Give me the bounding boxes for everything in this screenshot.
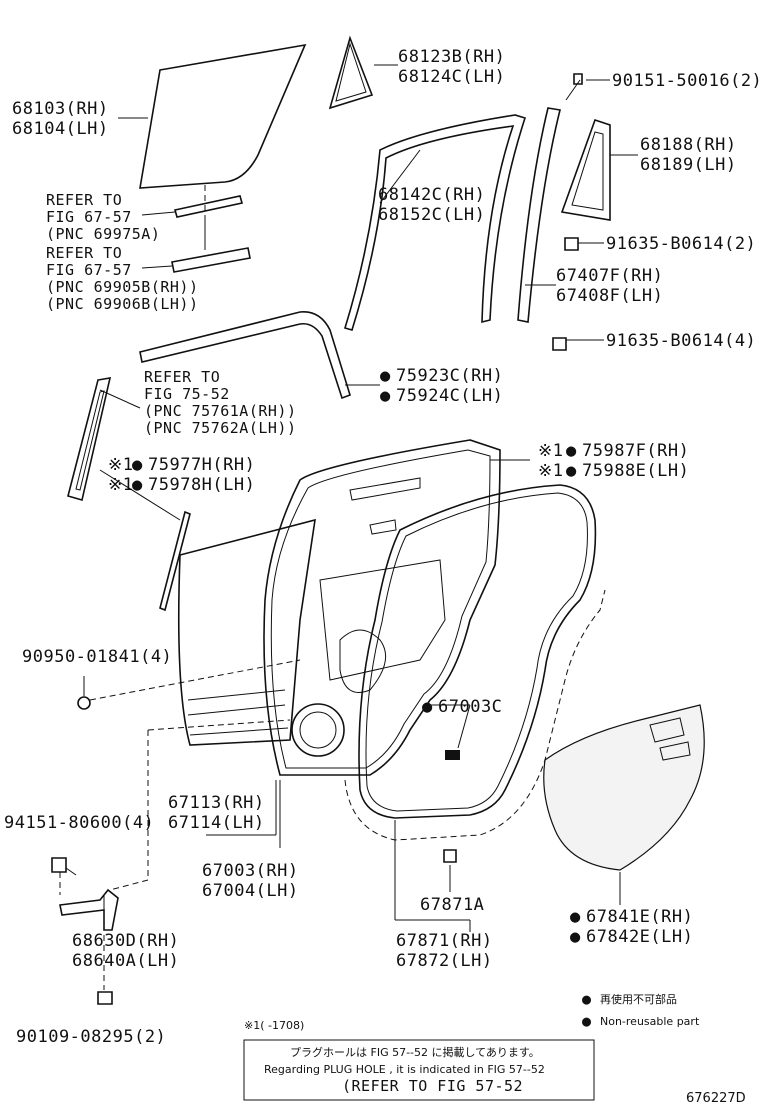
kome-75987f: ※1: [538, 441, 563, 461]
belt-clip-a-drawing: [173, 195, 244, 218]
quarter-glass-drawing: [328, 35, 374, 110]
label-90950: 90950-01841(4): [22, 647, 172, 667]
label-68104: 68104(LH): [12, 119, 109, 139]
label-67113: 67113(RH): [168, 793, 265, 813]
label-67871a: 67871A: [420, 895, 484, 915]
bullet-67003c: ●: [422, 697, 433, 717]
label-67841e: 67841E(RH): [586, 907, 693, 927]
bullet-67841e: ●: [570, 907, 581, 927]
figure-id: 676227D: [686, 1091, 746, 1106]
bullet-67842e: ●: [570, 927, 581, 947]
ref1-line2: FIG 67-57: [46, 208, 132, 226]
ref2-line1: REFER TO: [46, 244, 122, 262]
bullet-75923c: ●: [380, 366, 391, 386]
label-75988e: 75988E(LH): [582, 461, 689, 481]
label-68103: 68103(RH): [12, 99, 109, 119]
screw-90151-drawing: [573, 73, 583, 85]
label-68630d: 68630D(RH): [72, 931, 179, 951]
label-75977h: 75977H(RH): [148, 455, 255, 475]
door-outer-panel-drawing: [177, 518, 316, 746]
ref2-line3: (PNC 69905B(RH)): [46, 278, 199, 296]
label-68640a: 68640A(LH): [72, 951, 179, 971]
pillar-garnish-drawing: [67, 377, 112, 502]
ref3-line3: (PNC 75761A(RH)): [144, 402, 297, 420]
label-68188: 68188(RH): [640, 135, 737, 155]
label-90109: 90109-08295(2): [16, 1027, 166, 1047]
clip-67871a-drawing: [443, 849, 457, 863]
ref3-line2: FIG 75-52: [144, 385, 230, 403]
run-channel-drawing: [343, 114, 527, 331]
kome-75988e: ※1: [538, 461, 563, 481]
plug-90950-drawing: [77, 696, 91, 710]
weatherstrip-drawing: [358, 484, 597, 819]
label-67004: 67004(LH): [202, 881, 299, 901]
legend-en: Non-reusable part: [600, 1015, 700, 1028]
label-75978h: 75978H(LH): [148, 475, 255, 495]
bolt-91635-lower-drawing: [552, 337, 567, 351]
legend-bullet-jp: ●: [582, 990, 592, 1008]
bolt-91635-upper-drawing: [564, 237, 579, 251]
label-67871: 67871(RH): [396, 931, 493, 951]
ref3-line1: REFER TO: [144, 368, 220, 386]
bolt-90109-drawing: [97, 991, 113, 1005]
pillar-strip-drawing: [159, 510, 191, 612]
kome-75978h: ※1: [108, 475, 133, 495]
label-67003: 67003(RH): [202, 861, 299, 881]
label-75923c: 75923C(RH): [396, 366, 503, 386]
label-68189: 68189(LH): [640, 155, 737, 175]
label-91635-upper: 91635-B0614(2): [606, 234, 756, 254]
division-bar-drawing: [517, 107, 561, 323]
label-91635-lower: 91635-B0614(4): [606, 331, 756, 351]
note-box: [243, 1039, 595, 1101]
label-67407f: 67407F(RH): [556, 266, 663, 286]
legend-range: ※1( -1708): [244, 1019, 304, 1032]
ref2-line2: FIG 67-57: [46, 261, 132, 279]
speaker-hole-drawing: [291, 703, 345, 757]
ref1-line3: (PNC 69975A): [46, 225, 160, 243]
bullet-75924c: ●: [380, 386, 391, 406]
note-en: Regarding PLUG HOLE , it is indicated in…: [264, 1063, 545, 1076]
label-67408f: 67408F(LH): [556, 286, 663, 306]
note-ref: (REFER TO FIG 57-52: [342, 1077, 523, 1095]
frame-molding-drawing: [139, 311, 351, 400]
legend-bullet-en: ●: [582, 1012, 592, 1030]
ref1-line1: REFER TO: [46, 191, 122, 209]
door-check-drawing: [59, 888, 119, 931]
label-68123b: 68123B(RH): [398, 47, 505, 67]
ref3-line4: (PNC 75762A(LH)): [144, 419, 297, 437]
label-67003c: 67003C: [438, 697, 502, 717]
bullet-75988e: ●: [566, 461, 577, 481]
ref2-line4: (PNC 69906B(LH)): [46, 295, 199, 313]
label-68152c: 68152C(LH): [378, 205, 485, 225]
label-75924c: 75924C(LH): [396, 386, 503, 406]
label-67842e: 67842E(LH): [586, 927, 693, 947]
bullet-75977h: ●: [132, 455, 143, 475]
quarter-window-drawing: [560, 118, 611, 221]
bullet-75978h: ●: [132, 475, 143, 495]
screw-94151-drawing: [51, 857, 67, 873]
label-94151: 94151-80600(4): [4, 813, 154, 833]
kome-75977h: ※1: [108, 455, 133, 475]
clip-67003c-drawing: [445, 750, 460, 760]
belt-clip-b-drawing: [171, 247, 251, 273]
note-jp: プラグホールは FIG 57--52 に掲載してあります。: [290, 1045, 540, 1059]
label-75987f: 75987F(RH): [582, 441, 689, 461]
label-90151: 90151-50016(2): [612, 71, 760, 91]
label-68142c: 68142C(RH): [378, 185, 485, 205]
door-frame-weatherstrip-drawing: [263, 439, 501, 776]
bullet-75987f: ●: [566, 441, 577, 461]
door-glass-drawing: [139, 43, 307, 189]
legend-jp: 再使用不可部品: [600, 992, 677, 1006]
label-67872: 67872(LH): [396, 951, 493, 971]
label-67114: 67114(LH): [168, 813, 265, 833]
service-hole-cover-drawing: [543, 704, 705, 871]
label-68124c: 68124C(LH): [398, 67, 505, 87]
